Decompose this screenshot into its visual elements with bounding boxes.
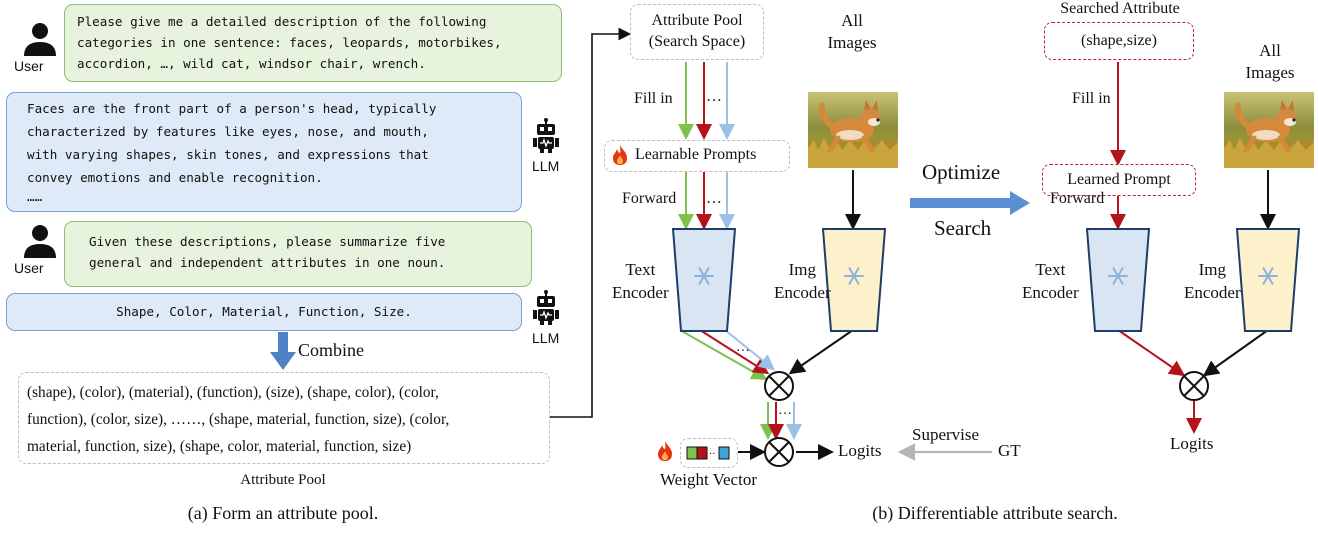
robot-icon: [533, 118, 559, 153]
learnable-prompts-label: Learnable Prompts: [635, 146, 757, 163]
user-label: User: [14, 260, 44, 276]
text-encoder-line: Text: [1035, 260, 1066, 279]
all-images-line: Images: [827, 33, 877, 52]
text-encoder-label: Text Encoder: [1022, 258, 1079, 304]
all-images-line: Images: [1245, 63, 1295, 82]
search-label: Search: [934, 216, 992, 240]
text-encoder-trapezoid: [1086, 228, 1150, 332]
multiply-icon: [1179, 371, 1209, 401]
prompt-line: Please give me a detailed description of…: [77, 14, 487, 29]
ellipsis: …: [778, 403, 792, 418]
all-images-label: All Images: [1234, 40, 1306, 84]
caption-b: (b) Differentiable attribute search.: [872, 503, 1118, 523]
searched-attribute-box: (shape,size): [1044, 22, 1194, 60]
multiply-icon: [764, 371, 794, 401]
user-label: User: [14, 58, 44, 74]
img-encoder-line: Encoder: [1184, 283, 1241, 302]
text-encoder-line: Encoder: [612, 283, 669, 302]
pool-line: function), (color, size), ……, (shape, ma…: [27, 411, 450, 428]
svg-text:··: ··: [709, 449, 715, 460]
learned-prompt-box: Learned Prompt: [1042, 164, 1196, 196]
user-prompt-bubble: Given these descriptions, please summari…: [64, 221, 532, 287]
attr-pool-line: (Search Space): [648, 33, 746, 50]
learned-prompt-label: Learned Prompt: [1067, 171, 1171, 188]
caption-a: (a) Form an attribute pool.: [187, 503, 379, 523]
fill-in-label: Fill in: [1072, 90, 1111, 107]
text-encoder-label: Text Encoder: [612, 258, 669, 304]
supervise-label: Supervise: [912, 425, 980, 444]
response-text: Shape, Color, Material, Function, Size.: [116, 304, 412, 319]
response-line: convey emotions and enable recognition.: [27, 170, 323, 185]
ellipsis: …: [706, 190, 722, 207]
dog-image: [808, 92, 898, 168]
ellipsis: …: [706, 88, 722, 105]
combine-arrow: [270, 332, 296, 370]
fill-in-label: Fill in: [634, 90, 673, 107]
img-encoder-trapezoid: [822, 228, 886, 332]
prompt-line: Given these descriptions, please summari…: [89, 234, 446, 249]
optimize-label: Optimize: [922, 160, 1001, 184]
forward-label: Forward: [622, 190, 677, 207]
prompt-line: categories in one sentence: faces, leopa…: [77, 35, 502, 50]
user-icon: [24, 225, 56, 258]
attr-pool-line: Attribute Pool: [651, 12, 743, 29]
prompt-line: accordion, …, wild cat, windsor chair, w…: [77, 56, 426, 71]
text-encoder-line: Encoder: [1022, 283, 1079, 302]
multiply-icon: [764, 437, 794, 467]
llm-label: LLM: [532, 158, 560, 174]
all-images-line: All: [841, 11, 863, 30]
text-encoder-trapezoid: [672, 228, 736, 332]
searched-attribute-value: (shape,size): [1081, 32, 1157, 49]
user-icon: [24, 23, 56, 56]
weight-vector-label: Weight Vector: [660, 470, 757, 489]
gt-label: GT: [998, 441, 1021, 460]
attribute-pool-box: (shape), (color), (material), (function)…: [18, 372, 550, 464]
img-encoder-line: Img: [1198, 260, 1227, 279]
llm-response-bubble: Faces are the front part of a person's h…: [6, 92, 522, 212]
response-line: Faces are the front part of a person's h…: [27, 101, 437, 116]
img-encoder-label: Img Encoder: [1184, 258, 1241, 304]
fire-icon: [611, 144, 629, 171]
img-encoder-line: Img: [788, 260, 817, 279]
forward-label: Forward: [1050, 190, 1105, 207]
searched-attribute-label: Searched Attribute: [1060, 0, 1180, 17]
learnable-prompts-box: Learnable Prompts: [604, 140, 790, 172]
img-encoder-trapezoid: [1236, 228, 1300, 332]
fire-icon: [656, 440, 674, 467]
img-encoder-line: Encoder: [774, 283, 831, 302]
response-line: with varying shapes, skin tones, and exp…: [27, 147, 429, 162]
pool-line: (shape), (color), (material), (function)…: [27, 384, 439, 401]
ellipsis: …: [736, 340, 750, 355]
text-encoder-line: Text: [625, 260, 656, 279]
attribute-pool-search-space: Attribute Pool (Search Space): [630, 4, 764, 60]
response-line: characterized by features like eyes, nos…: [27, 124, 429, 139]
combine-label: Combine: [298, 340, 364, 360]
all-images-label: All Images: [816, 10, 888, 54]
all-images-line: All: [1259, 41, 1281, 60]
weight-vector-box: ··: [680, 438, 738, 468]
llm-label: LLM: [532, 330, 560, 346]
logits-label: Logits: [1170, 434, 1214, 453]
llm-response-bubble: Shape, Color, Material, Function, Size.: [6, 293, 522, 331]
logits-label: Logits: [838, 441, 882, 460]
robot-icon: [533, 290, 559, 325]
pool-caption: Attribute Pool: [240, 472, 326, 488]
response-line: ……: [27, 189, 43, 204]
user-prompt-bubble: Please give me a detailed description of…: [64, 4, 562, 82]
img-encoder-label: Img Encoder: [774, 258, 831, 304]
pool-line: material, function, size), (shape, color…: [27, 438, 412, 455]
dog-image: [1224, 92, 1314, 168]
prompt-line: general and independent attributes in on…: [89, 255, 446, 270]
